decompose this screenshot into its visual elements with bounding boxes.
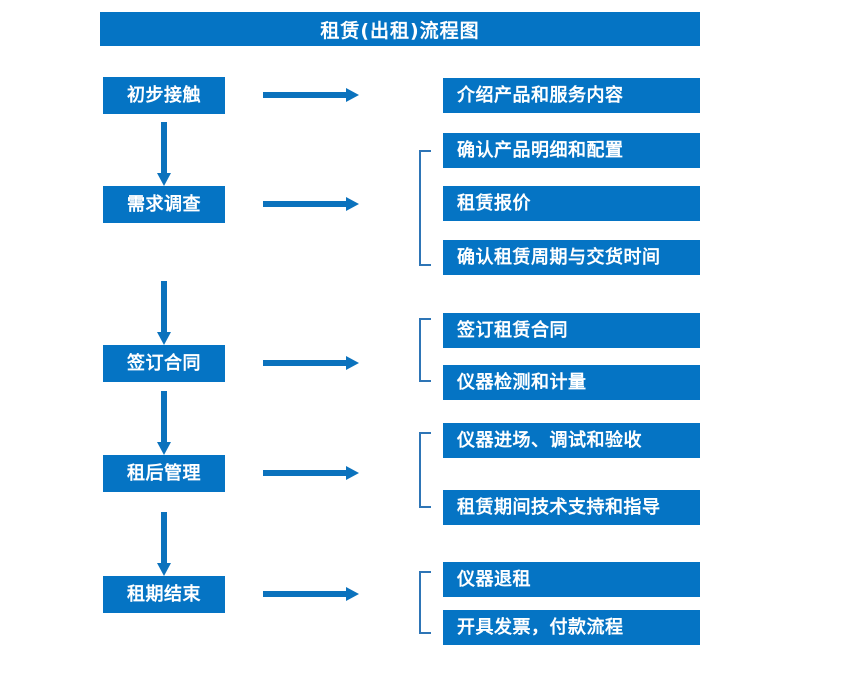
group-bracket-needs xyxy=(419,150,431,266)
group-bracket-contract xyxy=(419,318,431,382)
arrow-shaft xyxy=(263,201,347,207)
detail-box-confirm-spec[interactable]: 确认产品明细和配置 xyxy=(443,133,700,168)
detail-box-sign-lease[interactable]: 签订租赁合同 xyxy=(443,313,700,348)
stage-box-lease-end[interactable]: 租期结束 xyxy=(103,576,225,613)
arrow-head xyxy=(346,587,359,601)
detail-box-introduce-products[interactable]: 介绍产品和服务内容 xyxy=(443,78,700,113)
arrow-head xyxy=(157,173,171,186)
detail-box-return-instrument[interactable]: 仪器退租 xyxy=(443,562,700,597)
horizontal-arrow-5 xyxy=(263,585,359,603)
stage-box-post-rent-mgmt[interactable]: 租后管理 xyxy=(103,455,225,492)
arrow-shaft xyxy=(161,391,167,442)
stage-box-needs-survey[interactable]: 需求调查 xyxy=(103,186,225,223)
arrow-shaft xyxy=(161,281,167,332)
vertical-arrow-2 xyxy=(155,281,173,345)
detail-box-rental-quote[interactable]: 租赁报价 xyxy=(443,186,700,221)
horizontal-arrow-1 xyxy=(263,86,359,104)
arrow-shaft xyxy=(161,512,167,563)
stage-box-sign-contract[interactable]: 签订合同 xyxy=(103,345,225,382)
vertical-arrow-1 xyxy=(155,122,173,186)
detail-box-instrument-test[interactable]: 仪器检测和计量 xyxy=(443,365,700,400)
detail-box-invoice-payment[interactable]: 开具发票，付款流程 xyxy=(443,610,700,645)
arrow-shaft xyxy=(263,92,347,98)
vertical-arrow-4 xyxy=(155,512,173,576)
vertical-arrow-3 xyxy=(155,391,173,455)
horizontal-arrow-4 xyxy=(263,464,359,482)
group-bracket-management xyxy=(419,432,431,508)
arrow-shaft xyxy=(263,470,347,476)
arrow-head xyxy=(157,563,171,576)
diagram-title: 租赁(出租)流程图 xyxy=(100,12,700,46)
arrow-head xyxy=(346,466,359,480)
detail-box-confirm-period[interactable]: 确认租赁周期与交货时间 xyxy=(443,240,700,275)
detail-box-onsite-commission[interactable]: 仪器进场、调试和验收 xyxy=(443,423,700,458)
detail-box-tech-support[interactable]: 租赁期间技术支持和指导 xyxy=(443,490,700,525)
arrow-shaft xyxy=(263,591,347,597)
arrow-head xyxy=(157,442,171,455)
arrow-head xyxy=(346,197,359,211)
arrow-head xyxy=(346,88,359,102)
group-bracket-end xyxy=(419,571,431,634)
arrow-head xyxy=(346,356,359,370)
horizontal-arrow-2 xyxy=(263,195,359,213)
arrow-shaft xyxy=(161,122,167,173)
arrow-shaft xyxy=(263,360,347,366)
stage-box-initial-contact[interactable]: 初步接触 xyxy=(103,77,225,114)
horizontal-arrow-3 xyxy=(263,354,359,372)
arrow-head xyxy=(157,332,171,345)
